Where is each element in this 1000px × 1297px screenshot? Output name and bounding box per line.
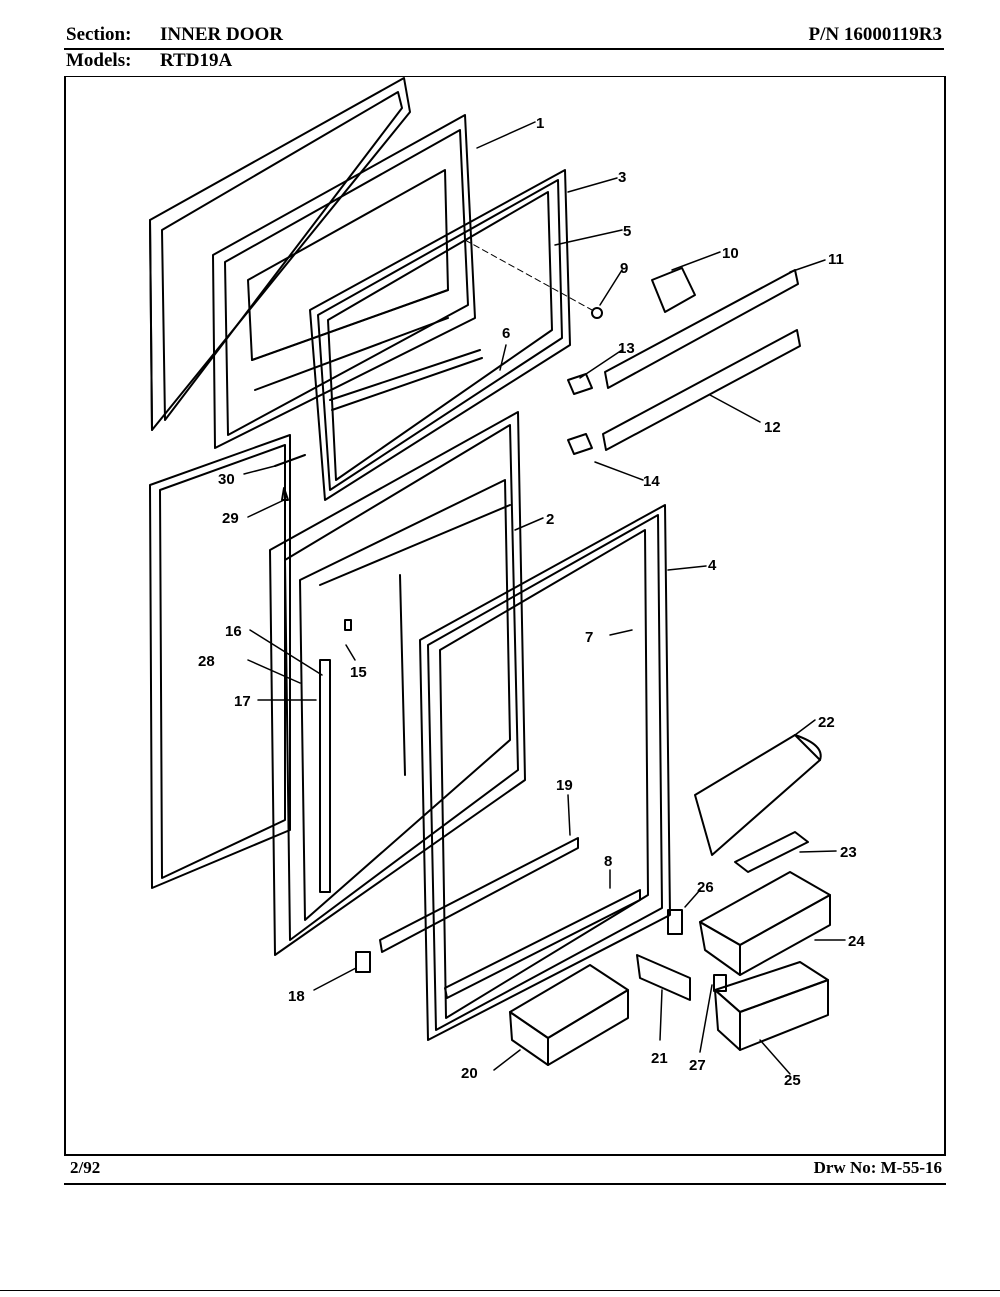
callout-24: 24 bbox=[848, 933, 865, 950]
callout-7: 7 bbox=[585, 629, 593, 646]
part-29-screw bbox=[281, 487, 289, 501]
part-number: P/N 16000119R3 bbox=[808, 24, 942, 45]
callout-1: 1 bbox=[536, 115, 544, 132]
upper-outer-door-panel bbox=[149, 77, 411, 431]
leader-lines bbox=[243, 121, 846, 1075]
callout-29: 29 bbox=[222, 510, 239, 527]
callout-20: 20 bbox=[461, 1065, 478, 1082]
section-label: Section: bbox=[66, 24, 132, 45]
callout-17: 17 bbox=[234, 693, 251, 710]
page-edge-rule bbox=[0, 1290, 1000, 1291]
section-value: INNER DOOR bbox=[160, 24, 283, 45]
callout-25: 25 bbox=[784, 1072, 801, 1089]
callout-23: 23 bbox=[840, 844, 857, 861]
callout-28: 28 bbox=[198, 653, 215, 670]
part-16-vertical-rail bbox=[319, 659, 331, 893]
part-13-end-cap bbox=[567, 373, 593, 395]
callout-12: 12 bbox=[764, 419, 781, 436]
callout-8: 8 bbox=[604, 853, 612, 870]
part-8-bottom-rail bbox=[444, 889, 641, 999]
part-14-end-cap bbox=[567, 433, 593, 455]
part-15-clip bbox=[344, 619, 352, 631]
callout-30: 30 bbox=[218, 471, 235, 488]
footer-drawing-number: Drw No: M-55-16 bbox=[813, 1158, 942, 1177]
callout-5: 5 bbox=[623, 223, 631, 240]
part-24-door-bin bbox=[699, 871, 831, 976]
part-19-shelf-rail bbox=[379, 837, 579, 953]
part-25-door-bin bbox=[714, 961, 829, 1051]
lower-outer-door-panel bbox=[149, 434, 291, 889]
footer-rule bbox=[64, 1183, 946, 1185]
part-6-shelf-rail bbox=[329, 349, 481, 401]
callout-27: 27 bbox=[689, 1057, 706, 1074]
callout-13: 13 bbox=[618, 340, 635, 357]
header-rule bbox=[64, 48, 944, 50]
part-2-lower-door-liner bbox=[269, 411, 526, 956]
part-18-stop bbox=[355, 951, 371, 973]
callout-10: 10 bbox=[722, 245, 739, 262]
part-26-bracket bbox=[667, 909, 683, 935]
callout-14: 14 bbox=[643, 473, 660, 490]
callout-19: 19 bbox=[556, 777, 573, 794]
models-label: Models: bbox=[66, 50, 132, 71]
callout-4: 4 bbox=[708, 557, 717, 574]
part-11-trim-strip bbox=[604, 269, 799, 389]
part-22-dairy-door bbox=[694, 734, 822, 856]
part-21-bracket bbox=[636, 954, 691, 1001]
part-23-dairy-tray bbox=[734, 831, 809, 873]
part-10-hinge-block bbox=[651, 267, 696, 313]
diagram-frame bbox=[64, 76, 946, 1155]
part-30-pin bbox=[274, 454, 306, 467]
part-20-egg-tray bbox=[509, 964, 629, 1066]
callout-16: 16 bbox=[225, 623, 242, 640]
models-value: RTD19A bbox=[160, 50, 233, 71]
callout-6: 6 bbox=[502, 325, 510, 342]
part-3-upper-gasket bbox=[309, 169, 571, 501]
callout-15: 15 bbox=[350, 664, 367, 681]
callout-11: 11 bbox=[828, 251, 844, 268]
callout-9: 9 bbox=[620, 260, 628, 277]
part-27-bracket bbox=[713, 974, 727, 992]
callout-21: 21 bbox=[651, 1050, 668, 1067]
part-4-lower-gasket bbox=[419, 504, 671, 1041]
callout-2: 2 bbox=[546, 511, 554, 528]
part-1-upper-door-liner bbox=[212, 114, 476, 449]
callout-18: 18 bbox=[288, 988, 305, 1005]
callout-22: 22 bbox=[818, 714, 835, 731]
part-12-trim-strip bbox=[602, 329, 801, 451]
frame-bottom-rule bbox=[64, 1154, 946, 1156]
callout-3: 3 bbox=[618, 169, 626, 186]
part-9-fastener bbox=[591, 307, 603, 319]
footer-date: 2/92 bbox=[70, 1158, 101, 1177]
callout-26: 26 bbox=[697, 879, 714, 896]
